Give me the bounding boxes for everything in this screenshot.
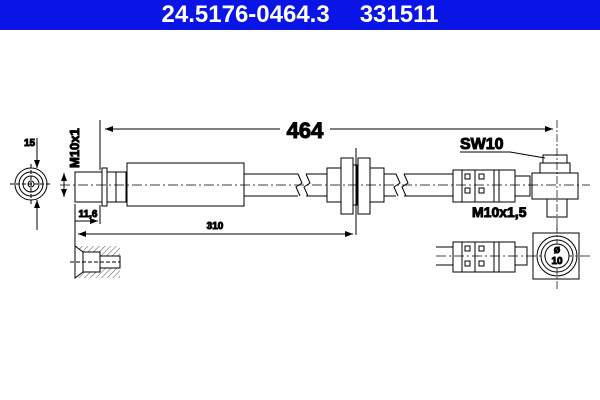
partial-length-label: 310 (207, 221, 224, 232)
total-length-label: 464 (287, 118, 324, 143)
banjo-diameter-symbol: Ø (554, 246, 560, 255)
right-thread-label: M10x1,5 (472, 204, 527, 220)
ref-number: 331511 (359, 1, 439, 28)
wrench-size-label: SW10 (460, 136, 504, 153)
left-thread-label: M10x1 (67, 128, 82, 168)
banjo-diameter-label: 10 (551, 256, 563, 267)
title-bar: 24.5176-0464.3 331511 (0, 0, 600, 30)
left-end-view (10, 138, 52, 230)
part-number: 24.5176-0464.3 (161, 1, 330, 28)
banjo-top-view (436, 225, 590, 290)
left-face-dim-label: 15 (24, 138, 36, 149)
left-fitting-width-label: 11,6 (79, 209, 98, 220)
fitting-section-detail (70, 245, 121, 279)
hose-assembly (60, 120, 590, 235)
